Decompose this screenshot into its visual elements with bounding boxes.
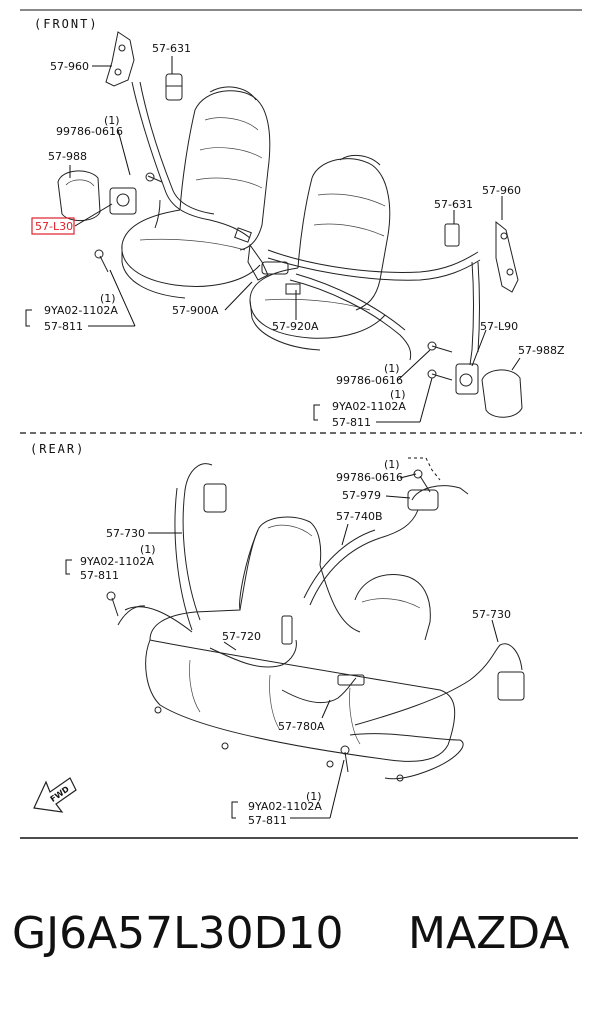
label-99786-0616-c: 99786-0616 bbox=[336, 471, 403, 484]
label-57-988Z: 57-988Z bbox=[518, 344, 565, 357]
rear-center-belt bbox=[303, 485, 469, 606]
label-57-960-right: 57-960 bbox=[482, 184, 521, 197]
front-leader-lines bbox=[25, 56, 521, 423]
label-57-811-d: 57-811 bbox=[248, 814, 287, 827]
front-right-cover-57-631 bbox=[444, 223, 460, 247]
rear-leader-lines bbox=[65, 457, 499, 819]
label-57-780A: 57-780A bbox=[278, 720, 325, 733]
front-labels: 57-960 57-631 (1) 99786-0616 57-988 57-L… bbox=[31, 42, 565, 429]
rear-section-title: (REAR) bbox=[30, 442, 85, 456]
highlight-box-57-L30 bbox=[31, 217, 75, 235]
label-qty-1-e: (1) bbox=[384, 458, 400, 471]
label-qty-1-d: (1) bbox=[390, 388, 406, 401]
label-57-L30: 57-L30 bbox=[35, 220, 73, 233]
label-57-811-a: 57-811 bbox=[44, 320, 83, 333]
label-99786-0616-a: 99786-0616 bbox=[56, 125, 123, 138]
label-57-920A: 57-920A bbox=[272, 320, 319, 333]
front-right-seat bbox=[249, 154, 391, 351]
label-qty-1-g: (1) bbox=[306, 790, 322, 803]
rear-seat bbox=[145, 516, 456, 782]
label-57-L90: 57-L90 bbox=[480, 320, 518, 333]
front-left-seat bbox=[121, 86, 271, 299]
label-57-720: 57-720 bbox=[222, 630, 261, 643]
label-qty-1-a: (1) bbox=[104, 114, 120, 127]
front-left-cover-57-631 bbox=[165, 73, 183, 101]
front-left-retractor-cover-57-988 bbox=[57, 170, 101, 221]
label-57-730-right: 57-730 bbox=[472, 608, 511, 621]
label-57-960-top: 57-960 bbox=[50, 60, 89, 73]
label-57-740B: 57-740B bbox=[336, 510, 383, 523]
label-57-979: 57-979 bbox=[342, 489, 381, 502]
label-57-730-left: 57-730 bbox=[106, 527, 145, 540]
label-9YA02-1102A-a: 9YA02-1102A bbox=[44, 304, 118, 317]
label-9YA02-1102A-b: 9YA02-1102A bbox=[332, 400, 406, 413]
label-qty-1-b: (1) bbox=[100, 292, 116, 305]
label-9YA02-1102A-c: 9YA02-1102A bbox=[80, 555, 154, 568]
front-right-bolts bbox=[427, 341, 453, 381]
front-right-belt bbox=[261, 249, 481, 366]
label-qty-1-c: (1) bbox=[384, 362, 400, 375]
label-57-811-b: 57-811 bbox=[332, 416, 371, 429]
label-99786-0616-b: 99786-0616 bbox=[336, 374, 403, 387]
label-9YA02-1102A-d: 9YA02-1102A bbox=[248, 800, 322, 813]
front-right-upper-anchor-57-960 bbox=[495, 220, 519, 293]
rear-buckles bbox=[209, 615, 365, 703]
front-left-upper-anchor-57-960 bbox=[105, 31, 135, 87]
label-57-631-right: 57-631 bbox=[434, 198, 473, 211]
front-left-retractor-57-L30 bbox=[109, 187, 137, 215]
front-left-bolt-99786 bbox=[145, 172, 163, 183]
front-section-title: (FRONT) bbox=[34, 17, 99, 31]
brand-name: MAZDA bbox=[408, 908, 570, 959]
rear-bolts bbox=[106, 469, 431, 773]
front-right-retractor-cover-57-988Z bbox=[481, 369, 523, 418]
part-number: GJ6A57L30D10 bbox=[12, 908, 344, 959]
rear-left-belt bbox=[117, 463, 227, 633]
label-57-988: 57-988 bbox=[48, 150, 87, 163]
forward-direction-arrow-icon: FWD bbox=[33, 777, 77, 813]
front-left-anchor-bolt-57-811 bbox=[94, 249, 109, 273]
rear-labels: (1) 99786-0616 57-979 57-740B 57-730 (1)… bbox=[80, 458, 511, 827]
rear-right-belt bbox=[349, 643, 525, 780]
label-57-631-top: 57-631 bbox=[152, 42, 191, 55]
label-qty-1-f: (1) bbox=[140, 543, 156, 556]
front-right-retractor-57-L90 bbox=[455, 363, 479, 395]
front-left-belt bbox=[131, 81, 269, 281]
label-57-811-c: 57-811 bbox=[80, 569, 119, 582]
label-57-900A: 57-900A bbox=[172, 304, 219, 317]
